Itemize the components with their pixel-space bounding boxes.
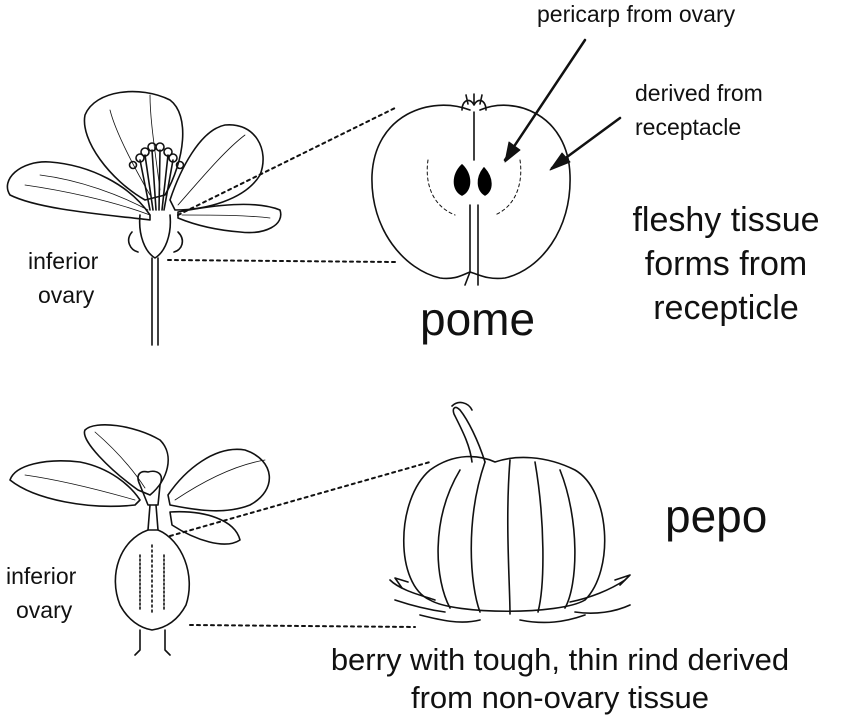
pumpkin-flower-illustration [9,424,271,656]
top-flower-to-apple-line [177,107,396,216]
inferior-ovary-bottom-line2: ovary [16,597,73,623]
inferior-ovary-top-line1: inferior [28,248,99,274]
apple-seed-right [477,167,492,196]
top-ovary-line [167,259,396,263]
fleshy-tissue-label-line1: fleshy tissue [632,201,820,239]
arrows [503,38,622,170]
receptacle-label-line1: derived from [635,80,763,106]
pericarp-arrow [503,38,587,162]
pome-label: pome [420,293,536,345]
fleshy-tissue-label-line2: forms from [644,245,808,283]
inferior-ovary-bottom-line1: inferior [6,563,77,589]
pumpkin-illustration [389,401,631,624]
pericarp-label: pericarp from ovary [537,1,736,27]
bottom-flower-to-pumpkin-line [169,461,431,537]
fleshy-tissue-label-line3: recepticle [653,289,799,327]
apple-flower-illustration [6,90,282,346]
bottom-ovary-line [189,624,416,628]
inferior-ovary-top-line2: ovary [38,282,95,308]
berry-description-line1: berry with tough, thin rind derived [330,642,790,677]
apple-seed-left [453,164,471,196]
berry-description-line2: from non-ovary tissue [410,680,710,715]
receptacle-label-line2: receptacle [635,114,742,140]
apple-cross-section [371,93,571,286]
pepo-label: pepo [665,490,768,542]
leader-lines [167,107,431,628]
